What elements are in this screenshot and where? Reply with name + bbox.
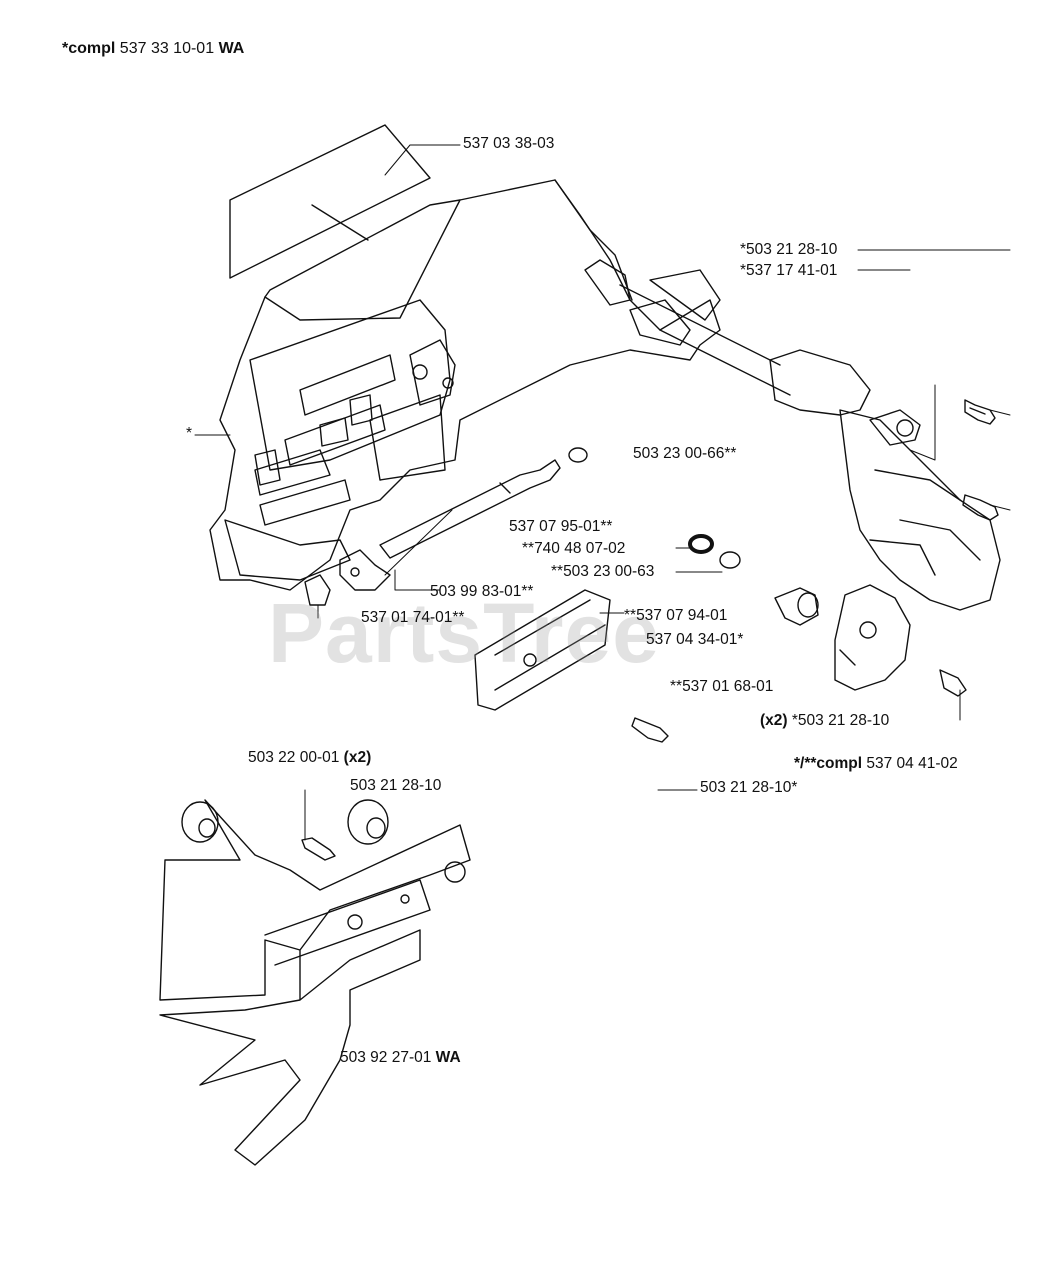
washer-503-23-00-66	[568, 447, 588, 463]
label-x2-b: (x2)	[343, 749, 372, 766]
brake-slide-537-04-34-01	[474, 589, 611, 711]
title-prefix: *compl	[62, 40, 116, 57]
screw-slide	[631, 717, 669, 743]
label-537-04-34-01: 537 04 34-01*	[646, 631, 744, 648]
label-537-03-38-03: 537 03 38-03	[463, 135, 555, 152]
label-503-21-28-10-bottom: 503 21 28-10	[350, 777, 442, 794]
label-x2-prefix: (x2)	[760, 712, 788, 729]
title-suffix: WA	[218, 40, 245, 57]
label-503-22-00-01-number: 503 22 00-01	[248, 749, 340, 766]
label-x2-503-21-28-10: (x2) *503 21 28-10	[760, 712, 889, 730]
label-wa: WA	[435, 1049, 461, 1066]
label-503-23-00-66: 503 23 00-66**	[633, 445, 737, 462]
washer-503-23-00-63	[719, 551, 741, 569]
label-537-07-94-01: **537 07 94-01	[624, 607, 728, 624]
rubber-bushing-left	[181, 801, 219, 843]
cover-piece	[834, 584, 911, 691]
assembly-title: *compl 537 33 10-01 WA	[62, 40, 244, 58]
label-star: *	[186, 425, 193, 442]
bumper-spike-503-92-27-01	[159, 799, 471, 1166]
label-740-48-07-02: **740 48 07-02	[522, 540, 626, 557]
label-503-92-27-01-number: 503 92 27-01	[340, 1049, 432, 1066]
label-compl-prefix: */**compl	[794, 755, 863, 772]
label-503-21-28-10-x2: *503 21 28-10	[791, 712, 890, 729]
bushing-503-99-83-01	[339, 549, 391, 591]
label-503-99-83-01: 503 99 83-01**	[430, 583, 534, 600]
nut-537-01-74-01	[304, 574, 331, 606]
screw-bottom	[301, 837, 336, 861]
label-503-92-27-01: 503 92 27-01 WA	[340, 1049, 461, 1067]
sleeve-537-01-68-01	[774, 587, 819, 626]
label-503-21-28-10-top: *503 21 28-10	[740, 241, 838, 258]
label-537-04-41-02: 537 04 41-02	[866, 755, 958, 772]
watermark: PartsTree	[268, 586, 660, 680]
screw-right-upper	[964, 399, 996, 425]
label-537-01-74-01: 537 01 74-01**	[361, 609, 465, 626]
o-ring-740-48-07-02	[688, 534, 714, 554]
label-537-01-68-01: **537 01 68-01	[670, 678, 774, 695]
front-cover-housing	[209, 179, 721, 591]
chain-guard-plate	[229, 124, 431, 279]
rubber-bushing-right	[347, 799, 389, 845]
title-number: 537 33 10-01	[119, 40, 215, 57]
leader-lines	[194, 144, 1011, 841]
label-537-07-95-01: 537 07 95-01**	[509, 518, 613, 535]
label-537-17-41-01: *537 17 41-01	[740, 262, 838, 279]
label-503-23-00-63: **503 23 00-63	[551, 563, 655, 580]
label-compl-537-04-41-02: */**compl 537 04 41-02	[794, 755, 958, 773]
label-503-22-00-01: 503 22 00-01 (x2)	[248, 749, 371, 767]
screw-right-lower	[962, 494, 999, 521]
label-503-21-28-10-mid: 503 21 28-10*	[700, 779, 798, 796]
screw-bottom-right	[939, 669, 967, 697]
spindle-rod	[379, 459, 561, 559]
